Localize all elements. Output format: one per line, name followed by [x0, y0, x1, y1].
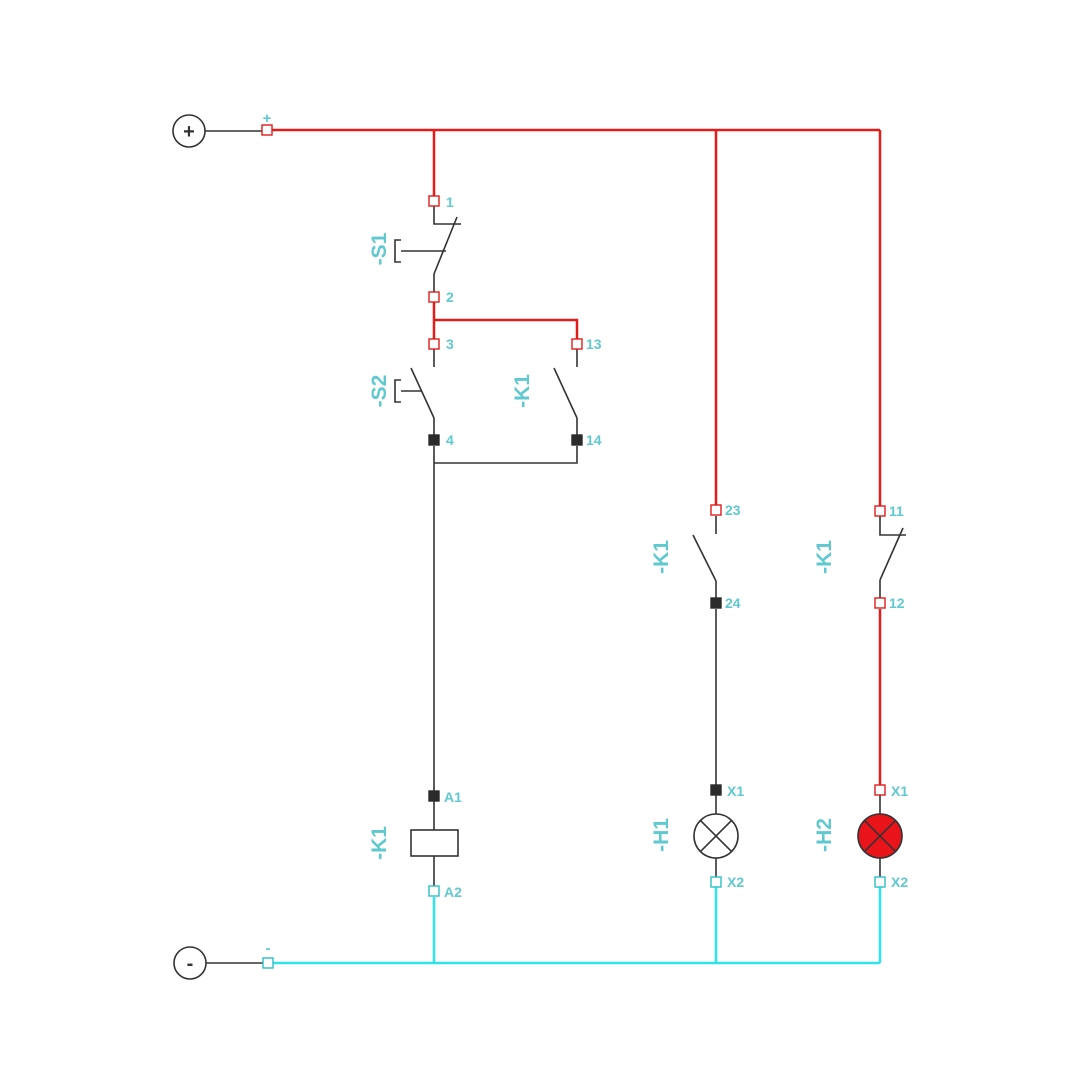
pin-label-k1-14: 14	[586, 432, 602, 448]
terminal-k1-12[interactable]	[874, 597, 886, 609]
h2-lamp-cross-b	[863, 819, 897, 853]
terminal-k1-23[interactable]	[710, 504, 722, 516]
positive-terminal-label: +	[263, 110, 272, 127]
terminal-k1-11[interactable]	[874, 505, 886, 517]
negative-rail	[273, 887, 882, 965]
coil-body	[410, 829, 459, 857]
pin-label-h1-x1: X1	[727, 783, 744, 799]
pin-label-k1-24: 24	[725, 595, 741, 611]
s1-ref-label: -S1	[368, 232, 391, 265]
pin-labels: 1 2 3 4 13 14 A1 A2 23 24 X1 X2 11 12 X1…	[444, 194, 908, 900]
terminals	[261, 124, 886, 969]
pin-label-k1-13: 13	[586, 336, 602, 352]
pin-label-coil-a2: A2	[444, 884, 462, 900]
pin-label-k1-12: 12	[889, 595, 905, 611]
terminal-coil-a1[interactable]	[428, 790, 440, 802]
terminal-negative[interactable]	[262, 957, 274, 969]
terminal-s2-3[interactable]	[428, 338, 440, 350]
negative-terminal-label: -	[266, 940, 271, 957]
terminal-h1-x1[interactable]	[710, 784, 722, 796]
k1-nc-contact[interactable]: -K1	[813, 516, 906, 598]
pin-label-h2-x2: X2	[891, 874, 908, 890]
k1-hold-ref-label: -K1	[511, 374, 534, 408]
negative-supply: - -	[173, 940, 271, 980]
terminal-k1-24[interactable]	[710, 597, 722, 609]
coil-ref-label: -K1	[368, 826, 391, 860]
positive-rail	[272, 128, 882, 785]
pin-label-coil-a1: A1	[444, 789, 462, 805]
s2-ref-label: -S2	[368, 375, 391, 408]
terminal-s2-4[interactable]	[428, 434, 440, 446]
pin-label-s2-4: 4	[446, 432, 454, 448]
pin-label-h1-x2: X2	[727, 874, 744, 890]
h1-lamp-cross-b	[699, 819, 733, 853]
h1-lamp[interactable]: -H1	[650, 795, 739, 877]
h2-ref-label: -H2	[813, 818, 836, 852]
k1-nc-top-lead	[879, 516, 906, 536]
negative-source-symbol: -	[187, 953, 194, 975]
s2-blade	[410, 367, 435, 419]
unpowered-wires	[433, 446, 717, 791]
pin-label-k1-23: 23	[725, 502, 741, 518]
k1-nc-ref-label: -K1	[813, 540, 836, 574]
k1-no-ref-label: -K1	[650, 540, 673, 574]
pin-label-s1-1: 1	[446, 194, 454, 210]
pin-label-s1-2: 2	[446, 289, 454, 305]
positive-source-symbol: +	[183, 121, 195, 143]
terminal-k1-13[interactable]	[571, 338, 583, 350]
wire-hold-parallel[interactable]	[434, 446, 578, 464]
k1-hold-contact[interactable]: -K1	[511, 349, 578, 435]
pin-label-k1-11: 11	[889, 503, 904, 519]
terminal-s1-1[interactable]	[428, 195, 440, 207]
k1-nc-blade	[879, 527, 904, 581]
positive-supply: + +	[172, 110, 272, 148]
h1-ref-label: -H1	[650, 818, 673, 852]
pin-label-s2-3: 3	[446, 336, 454, 352]
k1-coil[interactable]: -K1	[368, 801, 459, 886]
terminal-h2-x2[interactable]	[874, 876, 886, 888]
s1-pushbutton-nc[interactable]: -S1	[368, 206, 461, 292]
terminal-positive[interactable]	[261, 124, 273, 136]
s1-blade	[433, 216, 458, 275]
s2-pushbutton-no[interactable]: -S2	[368, 349, 435, 435]
terminal-h2-x1[interactable]	[874, 784, 886, 796]
terminal-h1-x2[interactable]	[710, 876, 722, 888]
terminal-k1-14[interactable]	[571, 434, 583, 446]
s1-top-lead	[433, 206, 461, 225]
k1-no-blade	[692, 534, 717, 582]
k1-no-contact[interactable]: -K1	[650, 516, 717, 598]
terminal-s1-2[interactable]	[428, 291, 440, 303]
s1-button-head	[394, 239, 401, 263]
terminal-coil-a2[interactable]	[428, 885, 440, 897]
k1-hold-blade	[553, 367, 578, 419]
s2-button-head	[394, 379, 401, 403]
pin-label-h2-x1: X1	[891, 783, 908, 799]
wire-s1-to-k1-hold[interactable]	[434, 318, 579, 339]
h2-lamp[interactable]: -H2	[813, 795, 903, 877]
